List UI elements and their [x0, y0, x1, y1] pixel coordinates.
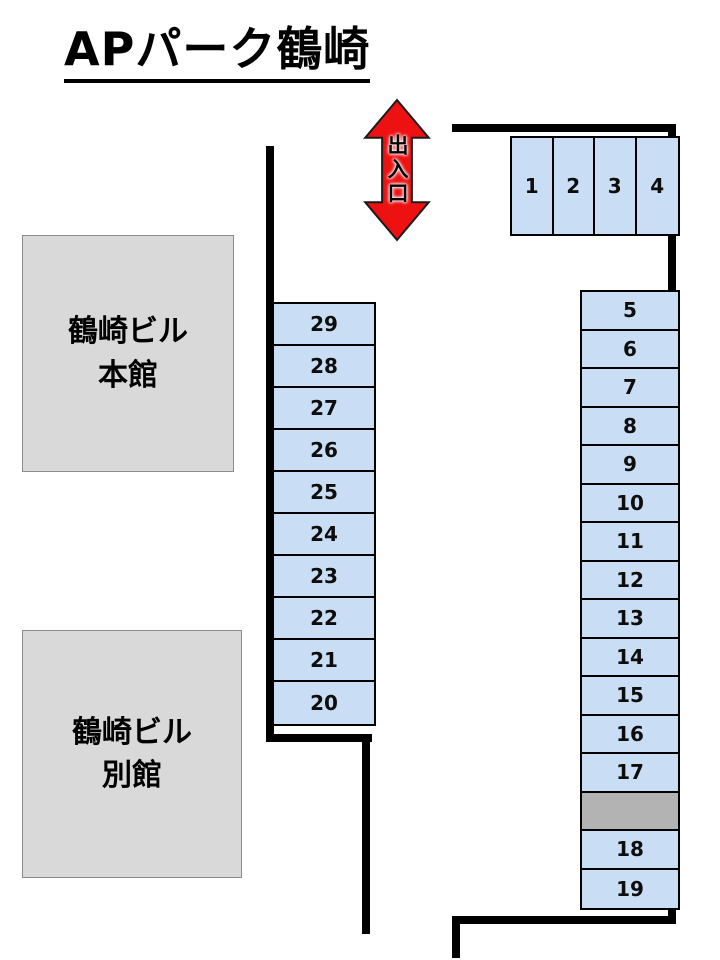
parking-space-4: 4	[636, 138, 678, 234]
parking-space-19: 19	[582, 869, 678, 908]
parking-column-5-19: 5 6 7 8 9 10 11 12 13 14 15 16 17 18 19	[580, 290, 680, 910]
building-annex-name: 鶴崎ビル	[72, 714, 192, 750]
boundary-line-bottom	[452, 916, 676, 924]
parking-space-5: 5	[582, 292, 678, 331]
parking-space-29: 29	[274, 304, 374, 346]
parking-space-17: 17	[582, 754, 678, 793]
parking-space-24: 24	[274, 514, 374, 556]
building-annex: 鶴崎ビル 別館	[22, 630, 242, 878]
parking-row-1-4: 1 2 3 4	[510, 136, 680, 236]
parking-space-9: 9	[582, 446, 678, 485]
parking-space-21: 21	[274, 640, 374, 682]
parking-space-20: 20	[274, 682, 374, 724]
building-main: 鶴崎ビル 本館	[22, 235, 234, 472]
parking-space-16: 16	[582, 715, 678, 754]
building-annex-sub: 別館	[102, 758, 162, 793]
parking-space-23: 23	[274, 556, 374, 598]
parking-space-2: 2	[553, 138, 595, 234]
building-main-sub: 本館	[98, 357, 158, 393]
building-main-name: 鶴崎ビル	[68, 314, 188, 349]
parking-space-15: 15	[582, 677, 678, 716]
parking-space-1: 1	[512, 138, 554, 234]
parking-column-20-29: 29 28 27 26 25 24 23 22 21 20	[272, 302, 376, 726]
boundary-line-bottom-stub	[452, 916, 460, 958]
boundary-line-top	[452, 124, 676, 132]
parking-space-11: 11	[582, 523, 678, 562]
parking-space-28: 28	[274, 346, 374, 388]
parking-space-27: 27	[274, 388, 374, 430]
parking-space-12: 12	[582, 561, 678, 600]
boundary-line-middle-left	[266, 146, 274, 742]
parking-space-13: 13	[582, 600, 678, 639]
parking-space-14: 14	[582, 638, 678, 677]
parking-space-22: 22	[274, 598, 374, 640]
parking-space-3: 3	[595, 138, 637, 234]
parking-space-7: 7	[582, 369, 678, 408]
entrance-exit-label: 出入口	[385, 134, 409, 206]
parking-space-8: 8	[582, 407, 678, 446]
parking-space-18: 18	[582, 831, 678, 870]
parking-space-26: 26	[274, 430, 374, 472]
parking-space-10: 10	[582, 484, 678, 523]
parking-space-25: 25	[274, 472, 374, 514]
double-arrow-icon	[363, 98, 431, 242]
boundary-line-lane	[362, 734, 370, 934]
page-title: APパーク鶴崎	[64, 24, 371, 83]
parking-space-6: 6	[582, 330, 678, 369]
boundary-line-middle-bottom	[266, 734, 372, 742]
parking-space-blocked	[582, 792, 678, 831]
entrance-exit-arrow: 出入口	[362, 98, 432, 242]
